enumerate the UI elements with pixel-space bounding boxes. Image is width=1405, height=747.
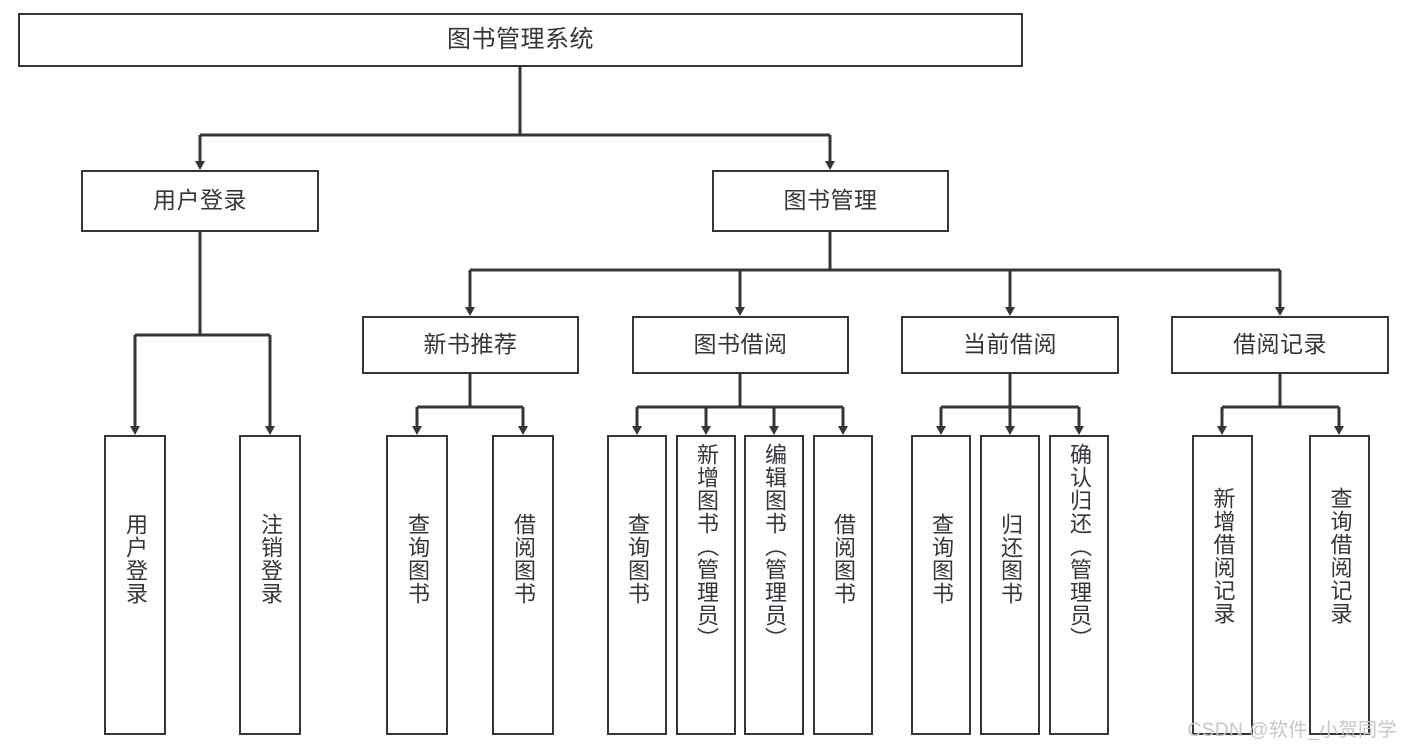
leaf-label: 查询图书	[624, 513, 650, 605]
leaf-borrow-query-book[interactable]: 查询图书	[607, 435, 667, 735]
leaf-label: 查询借阅记录	[1327, 487, 1353, 625]
leaf-current-confirm-return[interactable]: 确认归还（管理员）	[1049, 435, 1109, 735]
node-borrow-record[interactable]: 借阅记录	[1171, 316, 1389, 374]
leaf-label: 注销登录	[257, 513, 283, 605]
leaf-label: 归还图书	[997, 513, 1023, 605]
leaf-new-book-query[interactable]: 查询图书	[386, 435, 448, 735]
node-book-borrow[interactable]: 图书借阅	[632, 316, 849, 374]
leaf-label: 新增借阅记录	[1210, 487, 1236, 625]
leaf-current-return-book[interactable]: 归还图书	[980, 435, 1040, 735]
leaf-current-query-book[interactable]: 查询图书	[911, 435, 971, 735]
node-label: 图书管理系统	[447, 25, 594, 53]
leaf-label: 新增图书（管理员）	[693, 443, 719, 650]
node-label: 图书借阅	[693, 331, 788, 358]
leaf-user-login-signin[interactable]: 用户登录	[104, 435, 166, 735]
leaf-record-query[interactable]: 查询借阅记录	[1309, 435, 1370, 735]
leaf-label: 查询图书	[928, 513, 954, 605]
leaf-borrow-edit-book[interactable]: 编辑图书（管理员）	[744, 435, 804, 735]
leaf-label: 编辑图书（管理员）	[761, 443, 787, 650]
leaf-label: 查询图书	[404, 513, 430, 605]
node-new-book-recommend[interactable]: 新书推荐	[362, 316, 579, 374]
node-root-system[interactable]: 图书管理系统	[18, 13, 1023, 67]
node-label: 用户登录	[153, 187, 247, 214]
leaf-new-book-borrow[interactable]: 借阅图书	[492, 435, 554, 735]
node-label: 借阅记录	[1233, 331, 1327, 358]
csdn-watermark: CSDN @软件_小贺同学	[1187, 720, 1397, 741]
node-label: 当前借阅	[963, 331, 1057, 358]
leaf-label: 借阅图书	[830, 513, 856, 605]
leaf-label: 用户登录	[122, 513, 148, 605]
leaf-borrow-add-book[interactable]: 新增图书（管理员）	[676, 435, 736, 735]
leaf-user-login-signout[interactable]: 注销登录	[239, 435, 301, 735]
node-current-borrow[interactable]: 当前借阅	[901, 316, 1119, 374]
leaf-label: 借阅图书	[510, 513, 536, 605]
node-book-manage[interactable]: 图书管理	[712, 170, 949, 232]
leaf-record-add[interactable]: 新增借阅记录	[1192, 435, 1253, 735]
node-label: 图书管理	[783, 187, 878, 214]
node-label: 新书推荐	[423, 331, 518, 358]
node-user-login[interactable]: 用户登录	[81, 170, 319, 232]
leaf-label: 确认归还（管理员）	[1066, 443, 1092, 650]
leaf-borrow-borrow-book[interactable]: 借阅图书	[813, 435, 873, 735]
